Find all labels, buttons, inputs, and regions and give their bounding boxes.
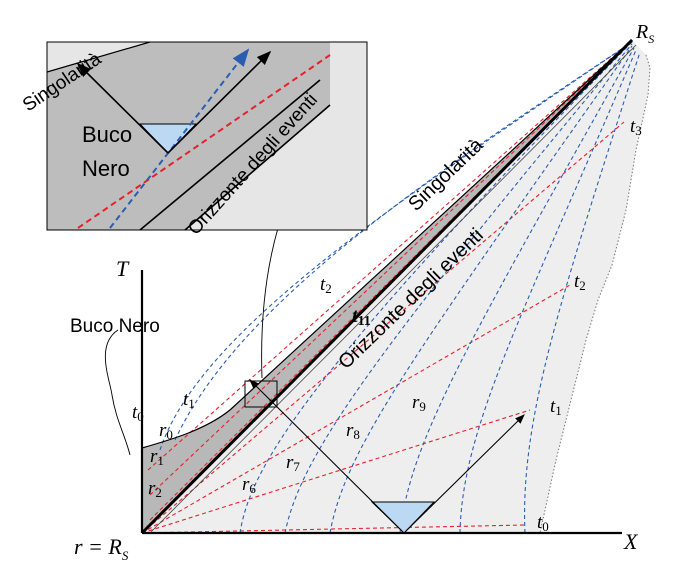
event-horizon-line	[140, 38, 634, 535]
origin-label: r = RS	[74, 534, 129, 563]
black-hole-label: Buco Nero	[70, 316, 160, 337]
t-axis-label: T	[116, 256, 130, 281]
black-hole-pointer	[104, 329, 131, 456]
t2-inner-label: t2	[320, 274, 332, 296]
inset-black-hole-label-2: Nero	[82, 156, 130, 181]
corner-label: RS	[635, 21, 654, 46]
t2-right-label: t2	[574, 271, 586, 293]
t0-left-label: t0	[132, 402, 144, 424]
inset-black-hole-label-1: Buco	[82, 122, 132, 147]
zoom-box	[244, 380, 278, 408]
t1-right-label: t1	[550, 396, 562, 418]
singularity-line	[141, 39, 633, 449]
origin-label-sub: S	[122, 548, 129, 563]
x-axis-label: X	[623, 529, 639, 554]
t0-right-label: t0	[537, 512, 549, 534]
zoom-pointer	[261, 227, 279, 379]
horizon-inner-line	[149, 44, 637, 534]
inset: Singolarità Buco Nero Orizzonte degli ev…	[19, 41, 368, 239]
exterior-boundary	[539, 54, 651, 534]
light-ray-left	[249, 379, 405, 534]
radial-curves	[159, 41, 641, 534]
t3-right-label: t3	[630, 116, 642, 138]
t1-left-label: t1	[183, 389, 195, 411]
light-ray-right	[403, 414, 525, 534]
